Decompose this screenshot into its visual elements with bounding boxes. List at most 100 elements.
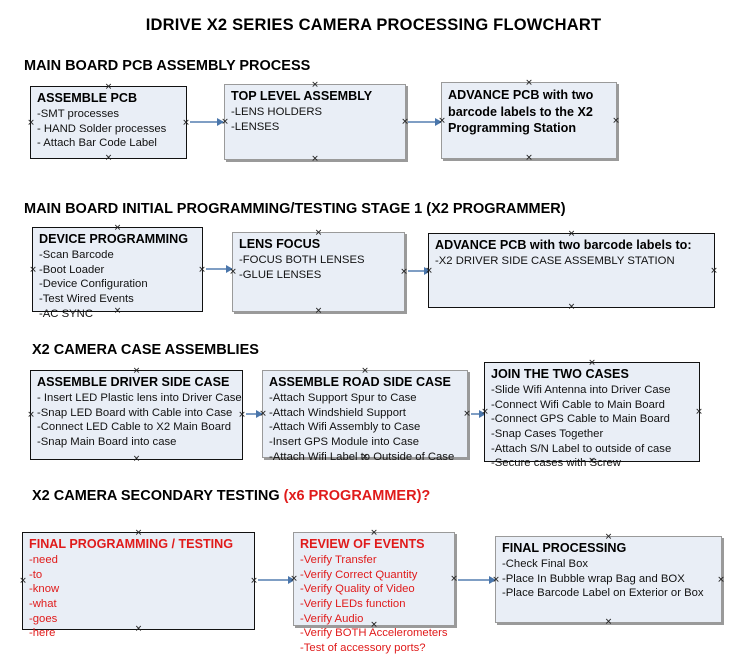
- section-heading-text: X2 CAMERA CASE ASSEMBLIES: [32, 342, 259, 358]
- resize-handle-left[interactable]: ✕: [425, 265, 433, 275]
- resize-handle-top[interactable]: ✕: [588, 357, 596, 368]
- resize-handle-bottom[interactable]: ✕: [604, 616, 613, 627]
- resize-handle-right[interactable]: ✕: [238, 409, 246, 420]
- node-title: ADVANCE PCB with two barcode labels to t…: [448, 88, 594, 136]
- node-assemble-driver-side-case[interactable]: ASSEMBLE DRIVER SIDE CASE - Insert LED P…: [27, 365, 246, 463]
- node-final-processing[interactable]: FINAL PROCESSING -Check Final Box -Place…: [492, 531, 725, 626]
- node-line: -Attach S/N Label to outside of case: [491, 442, 672, 455]
- node-title: JOIN THE TWO CASES: [491, 367, 629, 381]
- node-title: FINAL PROCESSING: [502, 541, 627, 555]
- resize-handle-bottom[interactable]: ✕: [113, 305, 122, 316]
- node-title: LENS FOCUS: [239, 237, 321, 251]
- node-line: -FOCUS BOTH LENSES: [239, 253, 365, 266]
- resize-handle-bottom[interactable]: ✕: [104, 152, 113, 163]
- node-line: -Insert GPS Module into Case: [269, 435, 420, 448]
- node-assemble-road-side-case[interactable]: ASSEMBLE ROAD SIDE CASE -Attach Support …: [259, 365, 471, 463]
- section-heading-text: MAIN BOARD PCB ASSEMBLY PROCESS: [24, 58, 311, 74]
- node-line: - Insert LED Plastic lens into Driver Ca…: [37, 391, 242, 404]
- resize-handle-top[interactable]: ✕: [134, 527, 143, 538]
- node-line: -need: [29, 553, 58, 566]
- node-line: -SMT processes: [37, 107, 120, 120]
- resize-handle-bottom[interactable]: ✕: [314, 305, 323, 316]
- resize-handle-right[interactable]: ✕: [450, 573, 458, 584]
- node-title: ASSEMBLE DRIVER SIDE CASE: [37, 375, 230, 389]
- resize-handle-top[interactable]: ✕: [361, 365, 369, 376]
- arrow-toplevel-to-advance: [408, 121, 441, 123]
- resize-handle-left[interactable]: ✕: [27, 117, 35, 127]
- resize-handle-left[interactable]: ✕: [438, 115, 446, 125]
- node-top-level-assembly[interactable]: TOP LEVEL ASSEMBLY -LENS HOLDERS -LENSES…: [221, 79, 409, 163]
- node-join-the-two-cases[interactable]: JOIN THE TWO CASES -Slide Wifi Antenna i…: [481, 357, 703, 469]
- node-line: -GLUE LENSES: [239, 268, 322, 281]
- resize-handle-bottom[interactable]: ✕: [361, 451, 369, 462]
- resize-handle-top[interactable]: ✕: [370, 527, 378, 538]
- node-line: -AC SYNC: [39, 307, 93, 320]
- resize-handle-left[interactable]: ✕: [259, 408, 267, 419]
- resize-handle-right[interactable]: ✕: [401, 116, 409, 127]
- resize-handle-right[interactable]: ✕: [717, 574, 725, 584]
- resize-handle-left[interactable]: ✕: [19, 575, 27, 586]
- resize-handle-right[interactable]: ✕: [250, 575, 258, 586]
- resize-handle-top[interactable]: ✕: [311, 79, 319, 90]
- resize-handle-top[interactable]: ✕: [567, 228, 576, 239]
- section-heading-pcb-assembly: MAIN BOARD PCB ASSEMBLY PROCESS: [24, 58, 310, 74]
- page-title: IDRIVE X2 SERIES CAMERA PROCESSING FLOWC…: [145, 16, 602, 34]
- resize-handle-right[interactable]: ✕: [710, 265, 718, 275]
- node-device-programming[interactable]: DEVICE PROGRAMMING -Scan Barcode -Boot L…: [29, 222, 206, 320]
- node-line: -Connect GPS Cable to Main Board: [491, 413, 670, 426]
- resize-handle-left[interactable]: ✕: [27, 409, 35, 420]
- node-line: -Connect Wifi Cable to Main Board: [491, 398, 665, 411]
- resize-handle-bottom[interactable]: ✕: [588, 455, 596, 466]
- section-heading-case-assemblies: X2 CAMERA CASE ASSEMBLIES: [32, 342, 259, 358]
- resize-handle-bottom[interactable]: ✕: [311, 153, 319, 164]
- resize-handle-right[interactable]: ✕: [612, 115, 620, 125]
- node-lens-focus[interactable]: LENS FOCUS -FOCUS BOTH LENSES -GLUE LENS…: [229, 227, 408, 315]
- resize-handle-top[interactable]: ✕: [604, 531, 613, 542]
- node-assemble-pcb[interactable]: ASSEMBLE PCB -SMT processes - HAND Solde…: [27, 81, 190, 162]
- node-line: -Test Wired Events: [39, 292, 134, 305]
- resize-handle-top[interactable]: ✕: [314, 227, 323, 238]
- resize-handle-top[interactable]: ✕: [113, 222, 122, 233]
- resize-handle-left[interactable]: ✕: [492, 574, 500, 584]
- resize-handle-bottom[interactable]: ✕: [134, 623, 143, 634]
- node-final-programming-testing[interactable]: FINAL PROGRAMMING / TESTING -need -to -k…: [19, 527, 258, 639]
- node-line: -Check Final Box: [502, 557, 589, 570]
- resize-handle-right[interactable]: ✕: [198, 264, 206, 274]
- resize-handle-top[interactable]: ✕: [525, 77, 533, 88]
- node-line: -Attach Wifi Label to Outside of Case: [269, 450, 455, 463]
- node-line: -Attach Support Spur to Case: [269, 391, 417, 404]
- resize-handle-right[interactable]: ✕: [463, 408, 471, 419]
- resize-handle-bottom[interactable]: ✕: [525, 152, 533, 163]
- arrow-lensfocus-to-advance: [408, 270, 430, 272]
- resize-handle-left[interactable]: ✕: [221, 116, 229, 127]
- resize-handle-left[interactable]: ✕: [29, 264, 37, 274]
- resize-handle-right[interactable]: ✕: [182, 117, 190, 127]
- node-line: - HAND Solder processes: [37, 122, 167, 135]
- resize-handle-right[interactable]: ✕: [695, 406, 703, 417]
- node-advance-pcb-driver-side[interactable]: ADVANCE PCB with two barcode labels to: …: [425, 228, 718, 311]
- node-line: -goes: [29, 612, 58, 625]
- resize-handle-bottom[interactable]: ✕: [370, 619, 378, 630]
- resize-handle-right[interactable]: ✕: [400, 266, 408, 277]
- node-title: DEVICE PROGRAMMING: [39, 232, 189, 246]
- node-line: -Verify LEDs function: [300, 597, 406, 610]
- node-advance-pcb-station[interactable]: ADVANCE PCB with two barcode labels to t…: [438, 77, 620, 162]
- arrow-driverside-to-roadside: [246, 413, 262, 415]
- resize-handle-left[interactable]: ✕: [290, 573, 298, 584]
- resize-handle-left[interactable]: ✕: [481, 406, 489, 417]
- resize-handle-bottom[interactable]: ✕: [567, 301, 576, 312]
- node-line: -Attach Windshield Support: [269, 406, 406, 419]
- node-line: -Snap LED Board with Cable into Case: [37, 406, 233, 419]
- resize-handle-bottom[interactable]: ✕: [132, 453, 141, 464]
- resize-handle-top[interactable]: ✕: [104, 81, 113, 92]
- resize-handle-left[interactable]: ✕: [229, 266, 237, 277]
- arrow-review-to-finalprocessing: [458, 579, 495, 581]
- resize-handle-top[interactable]: ✕: [132, 365, 141, 376]
- node-line: -LENSES: [231, 120, 280, 133]
- node-title: REVIEW OF EVENTS: [300, 537, 425, 551]
- node-review-of-events[interactable]: REVIEW OF EVENTS -Verify Transfer -Verif…: [290, 527, 458, 654]
- node-line: -X2 DRIVER SIDE CASE ASSEMBLY STATION: [435, 254, 675, 267]
- node-title: ASSEMBLE PCB: [37, 91, 138, 105]
- node-line: -Verify Correct Quantity: [300, 568, 418, 581]
